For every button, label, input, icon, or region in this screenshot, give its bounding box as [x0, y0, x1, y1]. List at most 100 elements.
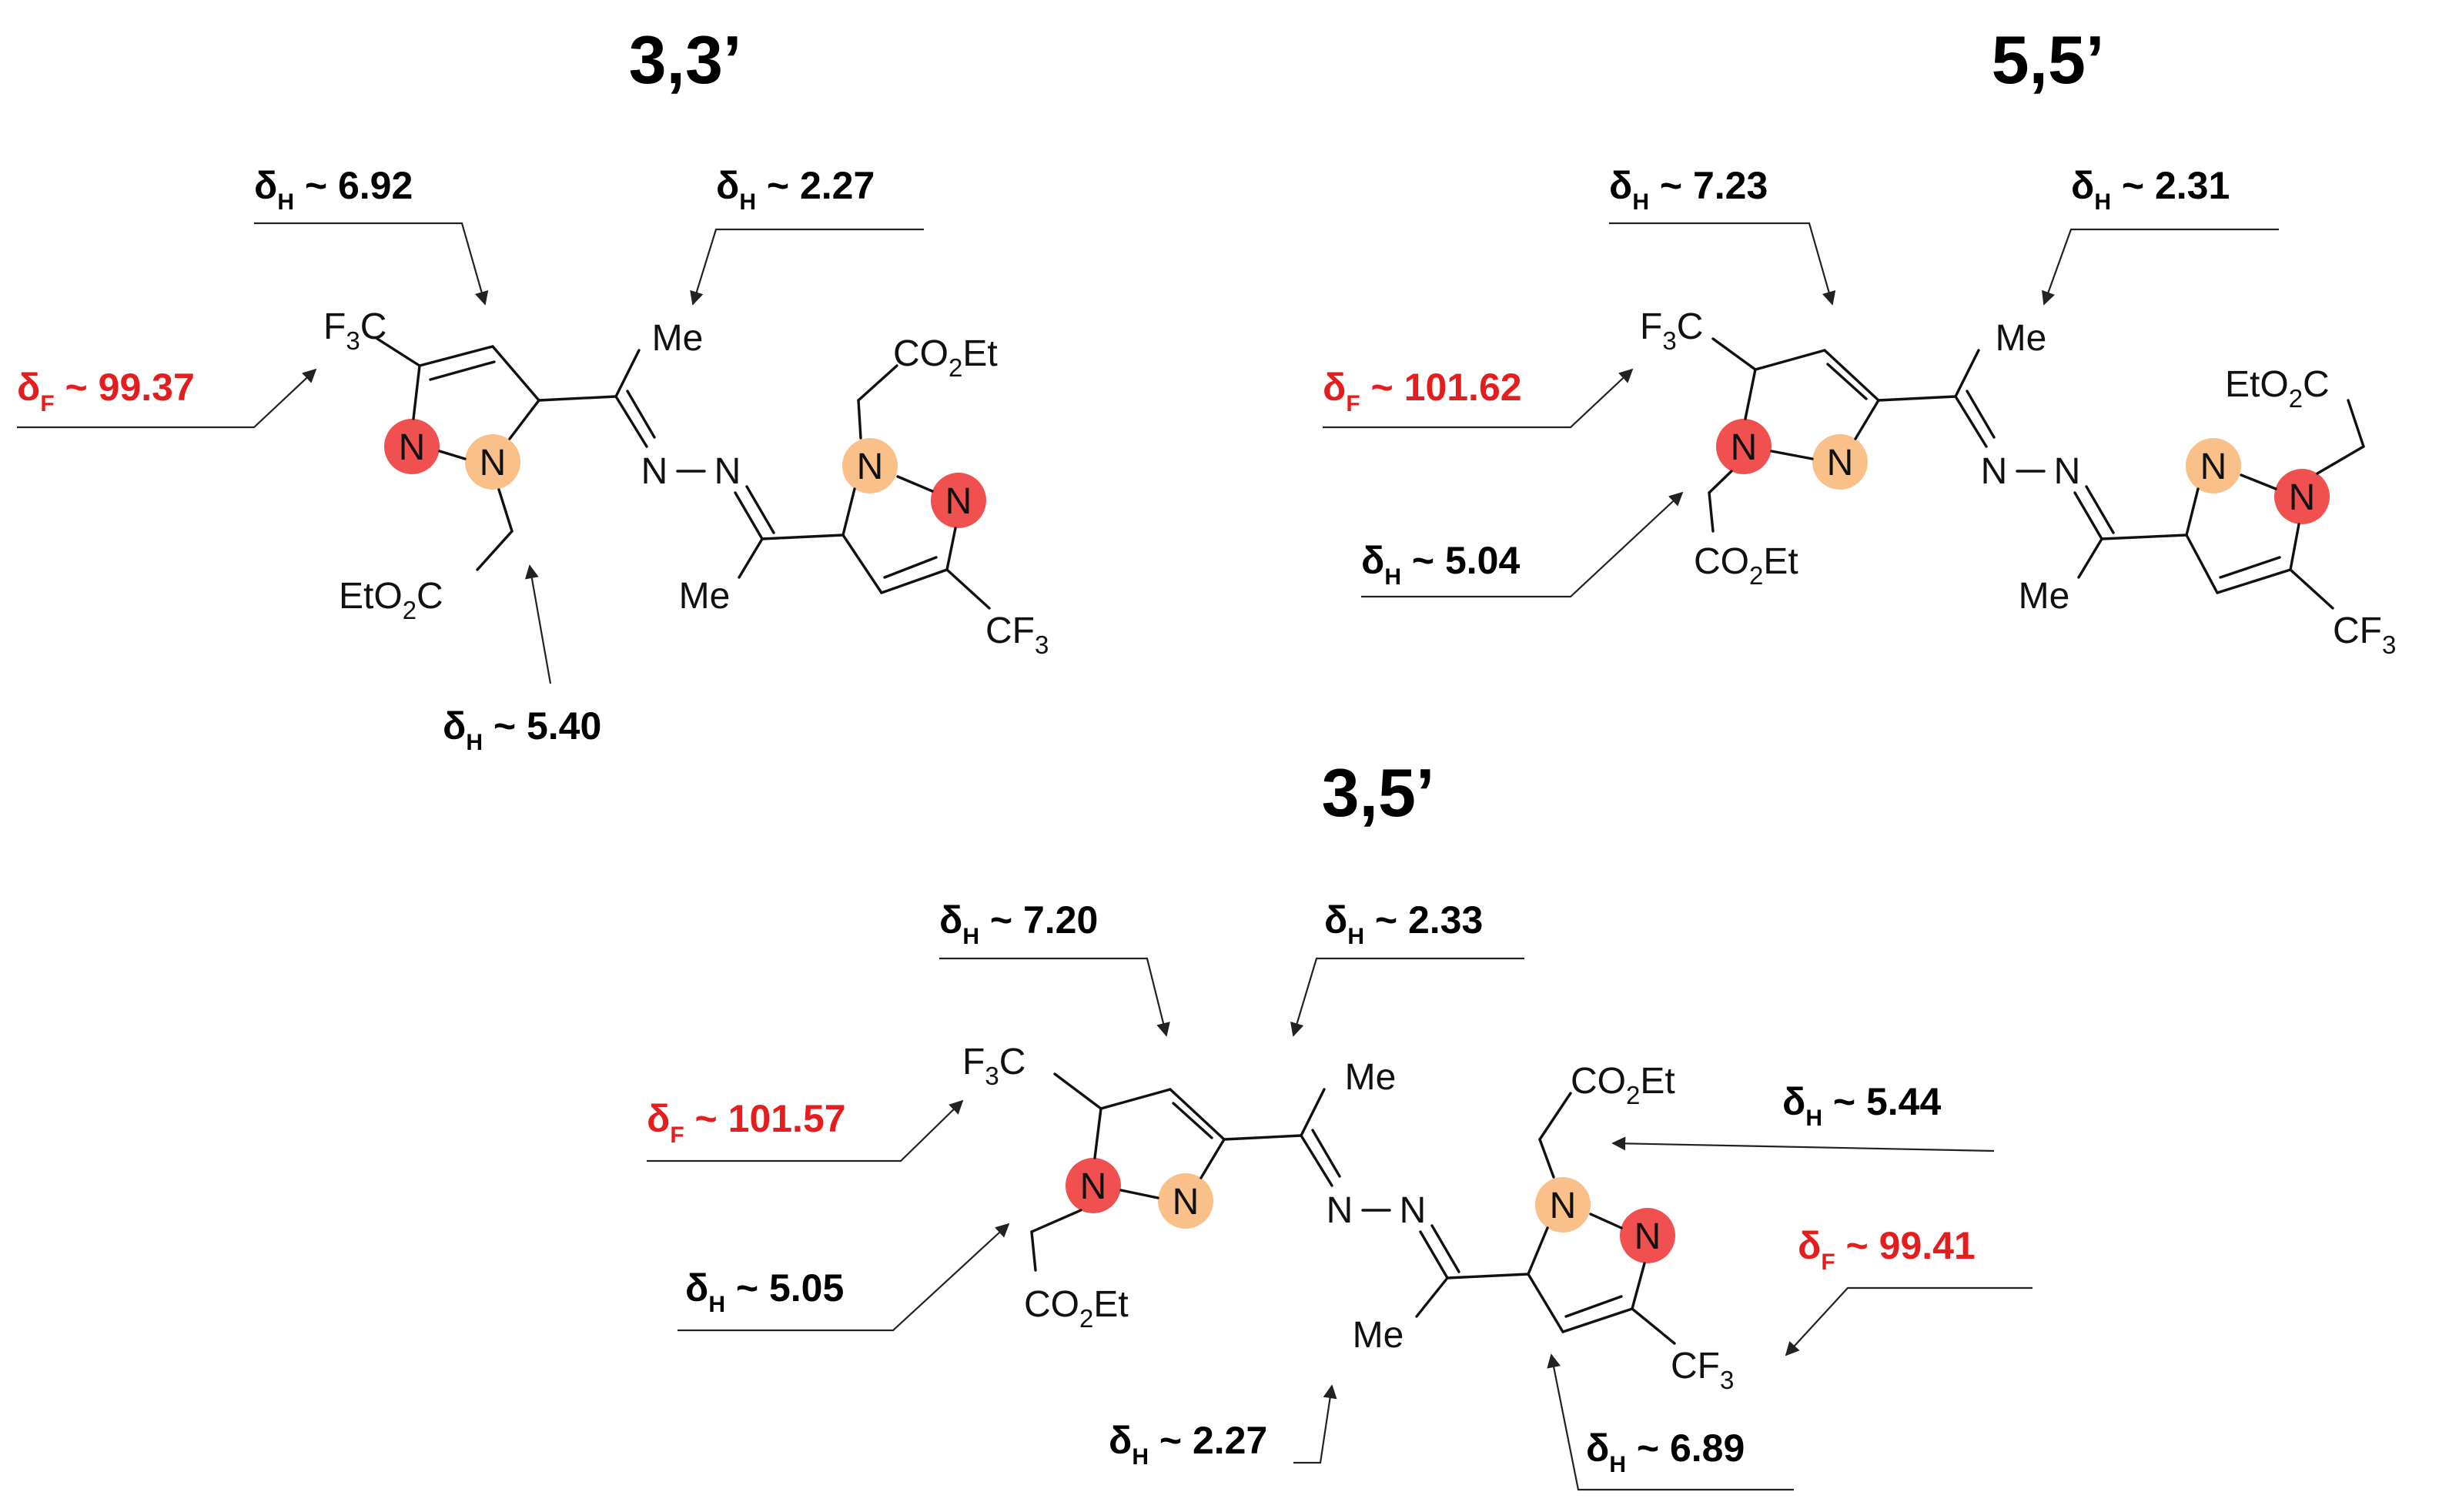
bond — [761, 534, 845, 540]
double-bond — [1172, 1102, 1213, 1139]
leader-h4 — [678, 1223, 1010, 1332]
bond — [1169, 1088, 1226, 1141]
bond — [1527, 1273, 1564, 1333]
leader-h1 — [939, 957, 1170, 1037]
atom-n: N — [1731, 427, 1758, 468]
n-circle-orange — [465, 434, 520, 490]
atom-n: N — [945, 481, 972, 522]
bond — [841, 534, 883, 594]
bond — [1030, 1230, 1037, 1272]
bond — [2077, 537, 2103, 579]
leader-f2 — [1785, 1286, 2032, 1356]
n-circle-red — [1716, 419, 1772, 474]
bond — [1631, 1307, 1676, 1345]
bond — [896, 475, 934, 493]
leader-h2 — [690, 228, 924, 306]
shift-label-h3: δH ~ 5.44 — [1782, 1080, 1941, 1131]
n-circle-red — [1620, 1208, 1675, 1263]
shift-label-f1: δF ~ 101.57 — [647, 1097, 846, 1148]
leader-h2 — [1290, 957, 1524, 1037]
atom-n: N — [1550, 1186, 1577, 1226]
bond — [841, 487, 856, 537]
atom-n: N — [1080, 1166, 1107, 1207]
bond — [476, 530, 514, 571]
shift-label-h2: δH ~ 2.31 — [2071, 164, 2230, 215]
bond — [1877, 395, 1957, 402]
shift-label-h1: δH ~ 7.23 — [1609, 164, 1768, 215]
bond — [1538, 1092, 1572, 1141]
n-circle-red — [2274, 469, 2330, 524]
bond — [1223, 1134, 1303, 1141]
atom-n: N — [1981, 451, 2008, 492]
title-3-5: 3,5’ — [1322, 754, 1435, 831]
atom-n: N — [641, 451, 668, 492]
n-circle-orange — [1535, 1177, 1591, 1233]
bond — [2347, 399, 2365, 448]
bond — [857, 399, 862, 440]
atom-me: Me — [2019, 576, 2070, 617]
atom-n: N — [714, 451, 741, 492]
group-co2et: EtO2C — [2225, 364, 2330, 413]
atom-n: N — [1827, 443, 1854, 483]
bond — [2100, 534, 2188, 540]
bond — [1119, 1189, 1159, 1199]
bond — [1093, 1107, 1102, 1159]
shift-label-h6: δH ~ 6.89 — [1586, 1427, 1745, 1477]
bond — [1419, 1230, 1449, 1280]
double-bond — [1311, 1129, 1341, 1178]
bond — [1708, 491, 1715, 533]
group-cf3: CF3 — [1671, 1346, 1734, 1394]
leader-h3 — [1611, 1136, 1995, 1152]
shift-label-f1: δF ~ 99.37 — [17, 366, 195, 416]
group-cf3: CF3 — [985, 610, 1049, 659]
bond — [1030, 1209, 1082, 1233]
bond — [614, 395, 648, 448]
n-circle-red — [384, 419, 440, 474]
bond — [1199, 1138, 1226, 1179]
bond — [1744, 368, 1757, 420]
bond — [2073, 491, 2103, 540]
double-bond — [1966, 390, 1996, 439]
bond — [945, 527, 957, 571]
title-5-5: 5,5’ — [1992, 22, 2105, 98]
shift-label-h2: δH ~ 2.33 — [1324, 898, 1483, 949]
leader-h1 — [254, 222, 489, 306]
group-cf3: F3C — [1640, 306, 1703, 355]
leader-f1 — [17, 368, 317, 429]
bond — [2216, 568, 2292, 594]
shift-label-h2: δH ~ 2.27 — [716, 164, 875, 215]
double-bond — [1430, 1224, 1460, 1273]
bond — [438, 450, 467, 460]
double-bond — [2085, 485, 2115, 534]
group-co2et: CO2Et — [893, 333, 998, 382]
bond — [1099, 1088, 1172, 1110]
bond — [857, 364, 898, 402]
atom-n: N — [1327, 1190, 1353, 1231]
leader-h5 — [1293, 1384, 1337, 1464]
bond — [2240, 473, 2277, 490]
bond — [1823, 349, 1880, 402]
shift-label-h3: δH ~ 5.40 — [443, 704, 601, 755]
bond — [1589, 1213, 1623, 1229]
leader-h3 — [1361, 491, 1684, 598]
double-bond — [1564, 1295, 1623, 1318]
bond — [2289, 568, 2334, 610]
group-co2et: CO2Et — [1571, 1061, 1675, 1109]
leader-f1 — [1323, 368, 1634, 429]
bond — [734, 491, 764, 540]
bond — [1561, 1307, 1634, 1333]
bond — [1300, 1088, 1326, 1137]
leader-f1 — [647, 1099, 964, 1162]
bond — [1854, 399, 1880, 440]
bond — [738, 537, 764, 579]
atom-me: Me — [1353, 1315, 1404, 1356]
double-bond — [883, 556, 938, 579]
bond — [1954, 349, 1980, 398]
double-bond — [745, 485, 775, 534]
bond — [2316, 445, 2365, 475]
leader-h2 — [2042, 228, 2279, 306]
